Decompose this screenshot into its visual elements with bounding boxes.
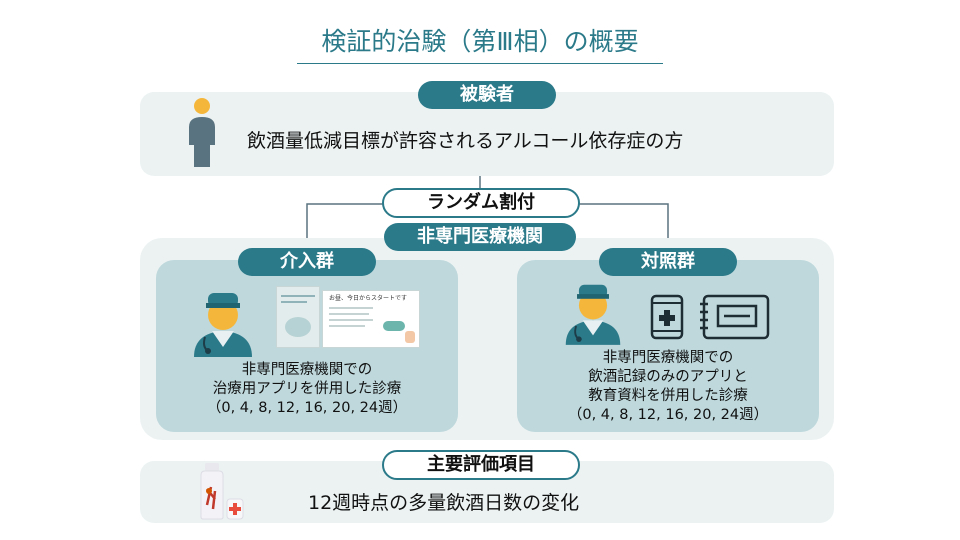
- person-icon: [189, 98, 215, 167]
- subjects-description: 飲酒量低減目標が許容されるアルコール依存症の方: [247, 130, 684, 152]
- medicine-icon: [200, 463, 244, 520]
- app-screenshot: [276, 286, 320, 348]
- title-underline: [297, 63, 663, 64]
- app-screenshot: お昼、今日からスタートです: [322, 290, 420, 348]
- app-screen-text: お昼、今日からスタートです: [329, 295, 408, 302]
- intervention-line: 治療用アプリを併用した診療: [212, 381, 402, 397]
- intervention-line: 非専門医療機関での: [241, 362, 373, 378]
- control-line: 非専門医療機関での: [602, 350, 734, 366]
- endpoint-label: 主要評価項目: [382, 450, 580, 480]
- intervention-label: 介入群: [238, 248, 376, 276]
- randomization-label: ランダム割付: [382, 188, 580, 218]
- control-description: 非専門医療機関での 飲酒記録のみのアプリと 教育資料を併用した診療 （0, 4,…: [517, 349, 819, 425]
- intervention-line: （0, 4, 8, 12, 16, 20, 24週）: [206, 400, 408, 416]
- notebook-icon: [700, 294, 770, 340]
- phone-medical-icon: [650, 294, 684, 340]
- page-title: 検証的治験（第Ⅲ相）の概要: [321, 27, 639, 56]
- control-label: 対照群: [599, 248, 737, 276]
- control-line: （0, 4, 8, 12, 16, 20, 24週）: [567, 407, 769, 423]
- institution-label: 非専門医療機関: [384, 223, 576, 251]
- subjects-label: 被験者: [418, 81, 556, 109]
- control-panel: [517, 260, 819, 432]
- doctor-icon: [565, 284, 621, 345]
- endpoint-description: 12週時点の多量飲酒日数の変化: [308, 492, 580, 514]
- control-line: 飲酒記録のみのアプリと: [588, 369, 748, 385]
- control-line: 教育資料を併用した診療: [588, 388, 748, 404]
- doctor-icon: [194, 293, 252, 357]
- intervention-description: 非専門医療機関での 治療用アプリを併用した診療 （0, 4, 8, 12, 16…: [156, 361, 458, 418]
